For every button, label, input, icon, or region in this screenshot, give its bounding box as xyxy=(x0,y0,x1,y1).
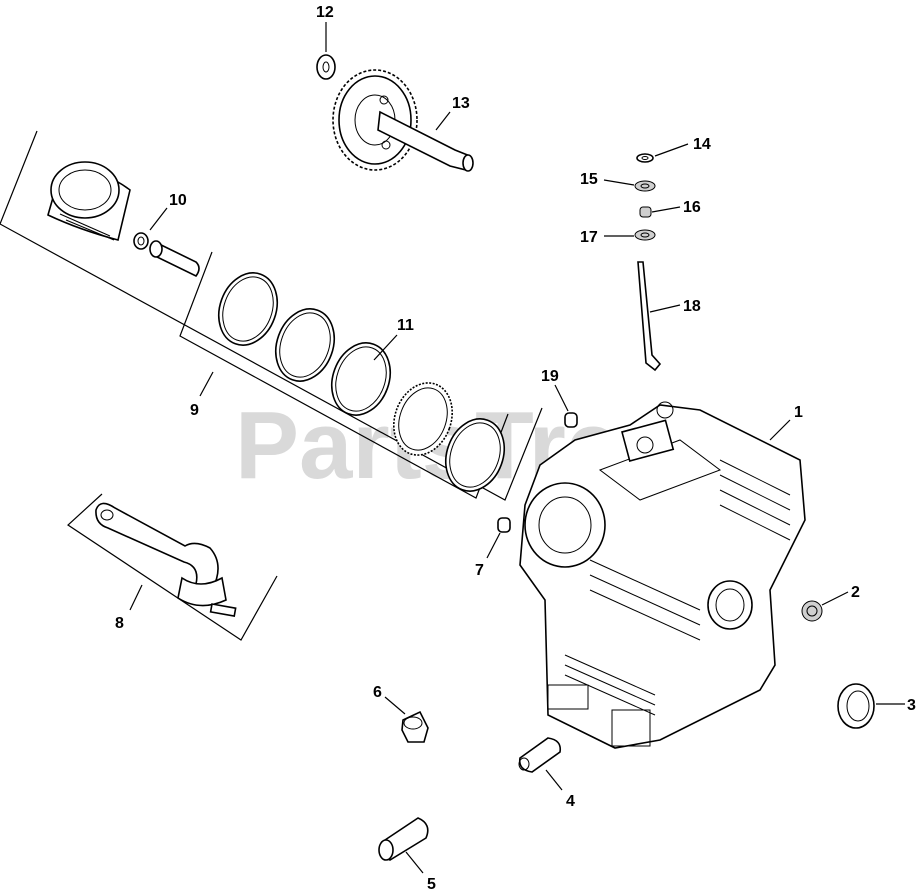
leader-18 xyxy=(649,304,681,313)
leader-4 xyxy=(545,769,563,791)
callout-15: 15 xyxy=(580,171,598,188)
callout-8: 8 xyxy=(115,615,124,632)
part-piston[interactable] xyxy=(47,161,131,241)
part-4-fitting[interactable] xyxy=(518,737,562,773)
leader-9 xyxy=(199,371,214,397)
leader-6 xyxy=(384,696,406,715)
part-17-washer[interactable] xyxy=(634,229,656,241)
part-1-crankcase[interactable] xyxy=(519,401,806,749)
callout-18: 18 xyxy=(683,298,701,315)
callout-7: 7 xyxy=(475,562,484,579)
part-10-wrist-pin-clip[interactable] xyxy=(133,232,200,278)
part-2-plug[interactable] xyxy=(801,600,823,622)
leader-16 xyxy=(651,206,681,213)
callout-19: 19 xyxy=(541,368,559,385)
part-11-piston-rings[interactable] xyxy=(179,251,514,499)
part-7-dowel[interactable] xyxy=(497,517,511,533)
callout-2: 2 xyxy=(851,584,860,601)
leader-11 xyxy=(373,334,398,361)
callout-17: 17 xyxy=(580,229,598,246)
leader-2 xyxy=(821,591,849,606)
callout-1: 1 xyxy=(794,404,803,421)
leader-14 xyxy=(654,143,689,157)
callout-11: 11 xyxy=(397,317,414,334)
callout-5: 5 xyxy=(427,876,436,893)
callout-13: 13 xyxy=(452,95,470,112)
leader-8 xyxy=(129,584,143,611)
callout-16: 16 xyxy=(683,199,701,216)
part-14-retainer[interactable] xyxy=(636,153,654,163)
callout-14: 14 xyxy=(693,136,711,153)
part-5-nipple[interactable] xyxy=(378,817,429,861)
leader-15 xyxy=(603,179,635,186)
leader-7 xyxy=(486,532,501,559)
callout-3: 3 xyxy=(907,697,916,714)
part-18-governor-shaft[interactable] xyxy=(637,261,662,372)
callout-9: 9 xyxy=(190,402,199,419)
callout-4: 4 xyxy=(566,793,575,810)
part-15-washer[interactable] xyxy=(634,180,656,192)
part-16-bushing[interactable] xyxy=(639,206,652,218)
leader-5 xyxy=(405,851,424,874)
piston-group-bracket xyxy=(0,130,543,501)
leader-19 xyxy=(554,384,569,412)
part-3-oil-seal[interactable] xyxy=(837,683,875,729)
callout-6: 6 xyxy=(373,684,382,701)
leader-10 xyxy=(149,207,168,231)
leader-13 xyxy=(435,111,451,131)
part-19-dowel[interactable] xyxy=(564,412,578,428)
part-8-connecting-rod[interactable] xyxy=(67,493,278,641)
callout-10: 10 xyxy=(169,192,187,209)
callout-12: 12 xyxy=(316,4,334,21)
part-13-camshaft-gear[interactable] xyxy=(332,69,474,172)
leader-1 xyxy=(769,419,791,441)
part-6-cap[interactable] xyxy=(401,710,429,743)
part-12-washer[interactable] xyxy=(316,54,336,80)
